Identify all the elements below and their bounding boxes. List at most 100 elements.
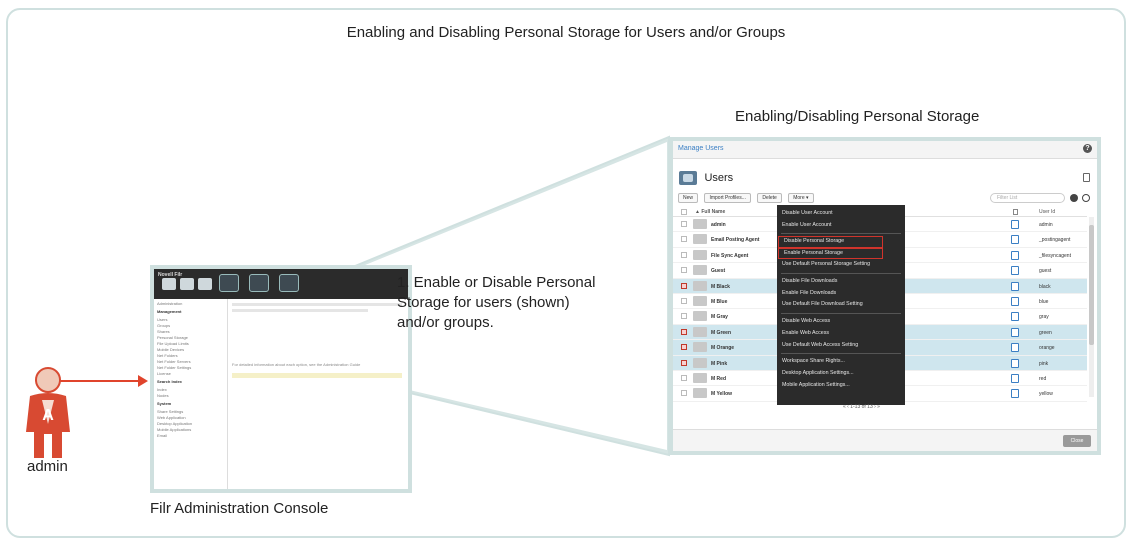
row-checkbox[interactable] xyxy=(681,236,687,243)
nav-system[interactable]: System xyxy=(157,401,172,406)
nav-item[interactable]: Email xyxy=(157,433,168,438)
shared-icon xyxy=(249,274,269,292)
device-checkbox[interactable] xyxy=(1011,296,1019,306)
user-full-name[interactable]: M Orange xyxy=(711,345,735,352)
nav-item[interactable]: Nodes xyxy=(157,393,169,398)
menu-separator xyxy=(781,273,901,275)
nav-item[interactable]: Net Folder Settings xyxy=(157,365,192,370)
help-icon[interactable]: ? xyxy=(1083,144,1092,153)
nav-item[interactable]: Shares xyxy=(157,329,170,334)
nav-item[interactable]: Personal Storage xyxy=(157,335,188,340)
row-checkbox[interactable] xyxy=(681,282,687,289)
device-checkbox[interactable] xyxy=(1011,373,1019,383)
menu-item[interactable]: Disable Web Access xyxy=(782,318,831,325)
console-caption: Filr Administration Console xyxy=(150,500,329,517)
menu-item[interactable]: Workspace Share Rights... xyxy=(782,358,845,365)
user-full-name[interactable]: File Sync Agent xyxy=(711,252,749,259)
row-checkbox[interactable] xyxy=(681,267,687,274)
nav-management[interactable]: Management xyxy=(157,309,182,314)
nav-item[interactable]: Net Folders xyxy=(157,353,178,358)
row-checkbox[interactable] xyxy=(681,297,687,304)
user-full-name[interactable]: M Black xyxy=(711,283,730,290)
user-id: blue xyxy=(1039,298,1049,305)
device-checkbox[interactable] xyxy=(1011,358,1019,368)
device-checkbox[interactable] xyxy=(1011,312,1019,322)
console-note: For detailed information about each opti… xyxy=(232,362,361,367)
user-full-name[interactable]: M Gray xyxy=(711,314,728,321)
table-scrollbar[interactable] xyxy=(1089,217,1094,397)
device-checkbox[interactable] xyxy=(1011,266,1019,276)
user-id: red xyxy=(1039,375,1047,382)
menu-item[interactable]: Disable Personal Storage xyxy=(778,236,883,248)
device-checkbox[interactable] xyxy=(1011,235,1019,245)
network-icon xyxy=(198,278,212,290)
nav-item[interactable]: Web Application xyxy=(157,415,186,420)
user-full-name[interactable]: M Green xyxy=(711,329,732,336)
scrollbar-thumb[interactable] xyxy=(1089,225,1094,345)
menu-item[interactable]: Disable File Downloads xyxy=(782,278,838,285)
nav-item[interactable]: Groups xyxy=(157,323,171,328)
panel-header: Manage Users ? xyxy=(673,141,1097,159)
filter-go-icon[interactable] xyxy=(1070,194,1078,202)
admin-console-thumbnail: Novell Filr Administration Management Us… xyxy=(150,265,412,493)
menu-item[interactable]: Disable User Account xyxy=(782,210,833,216)
device-checkbox[interactable] xyxy=(1011,281,1019,291)
menu-item[interactable]: Enable Personal Storage xyxy=(778,247,883,260)
device-checkbox[interactable] xyxy=(1011,327,1019,337)
nav-item[interactable]: Index xyxy=(157,387,167,392)
menu-item[interactable]: Use Default Personal Storage Setting xyxy=(782,261,871,268)
column-user-id[interactable]: User Id xyxy=(1039,209,1056,215)
user-full-name[interactable]: admin xyxy=(711,222,726,228)
menu-item[interactable]: Use Default File Download Setting xyxy=(782,301,863,308)
row-checkbox[interactable] xyxy=(681,313,687,320)
menu-item[interactable]: Mobile Application Settings... xyxy=(782,381,850,388)
nav-item[interactable]: Users xyxy=(157,317,168,322)
nav-item[interactable]: License xyxy=(157,371,171,376)
trash-icon[interactable] xyxy=(1083,173,1090,182)
delete-button[interactable]: Delete xyxy=(757,193,782,203)
menu-item[interactable]: Enable User Account xyxy=(782,221,832,228)
device-checkbox[interactable] xyxy=(1011,250,1019,260)
user-full-name[interactable]: M Blue xyxy=(711,298,728,305)
row-checkbox[interactable] xyxy=(681,328,687,335)
nav-item[interactable]: File Upload Limits xyxy=(157,341,189,346)
menu-item[interactable]: Enable File Downloads xyxy=(782,289,837,296)
user-full-name[interactable]: Email Posting Agent xyxy=(711,237,760,244)
menu-item[interactable]: Enable Web Access xyxy=(782,329,830,336)
column-full-name[interactable]: ▲ Full Name xyxy=(695,209,726,215)
select-all-checkbox[interactable] xyxy=(681,209,687,215)
row-checkbox[interactable] xyxy=(681,344,687,351)
row-checkbox[interactable] xyxy=(681,390,687,397)
row-checkbox[interactable] xyxy=(681,374,687,381)
menu-item[interactable]: Use Default Web Access Setting xyxy=(782,341,859,348)
text-line xyxy=(232,309,368,312)
filter-options-icon[interactable] xyxy=(1082,194,1090,202)
device-column-icon xyxy=(1013,209,1018,215)
device-checkbox[interactable] xyxy=(1011,389,1019,399)
nav-search-index[interactable]: Search Index xyxy=(157,379,182,384)
user-full-name[interactable]: M Red xyxy=(711,375,726,382)
row-checkbox[interactable] xyxy=(681,359,687,366)
user-id: _postingagent xyxy=(1039,237,1071,244)
user-full-name[interactable]: M Yellow xyxy=(711,391,733,398)
device-checkbox[interactable] xyxy=(1011,220,1019,229)
row-checkbox[interactable] xyxy=(681,251,687,258)
user-full-name[interactable]: M Pink xyxy=(711,360,728,367)
manage-users-link[interactable]: Manage Users xyxy=(678,145,724,152)
close-button[interactable]: Close xyxy=(1063,435,1091,447)
nav-item[interactable]: Mobile Applications xyxy=(157,427,192,432)
import-profiles-button[interactable]: Import Profiles... xyxy=(704,193,751,203)
nav-item[interactable]: Mobile Devices xyxy=(157,347,185,352)
row-checkbox[interactable] xyxy=(681,221,687,227)
filter-input[interactable]: Filter List xyxy=(990,193,1065,203)
nav-item[interactable]: Desktop Application xyxy=(157,421,193,426)
menu-item[interactable]: Desktop Application Settings... xyxy=(782,369,854,376)
nav-item[interactable]: Net Folder Servers xyxy=(157,359,191,364)
nav-item[interactable]: Share Settings xyxy=(157,409,184,414)
device-checkbox[interactable] xyxy=(1011,343,1019,353)
pager[interactable]: « ‹ 1-13 of 13 › » xyxy=(843,404,880,410)
new-button[interactable]: New xyxy=(678,193,699,203)
more-button[interactable]: More ▾ xyxy=(788,193,814,203)
user-full-name[interactable]: Guest xyxy=(711,268,726,275)
